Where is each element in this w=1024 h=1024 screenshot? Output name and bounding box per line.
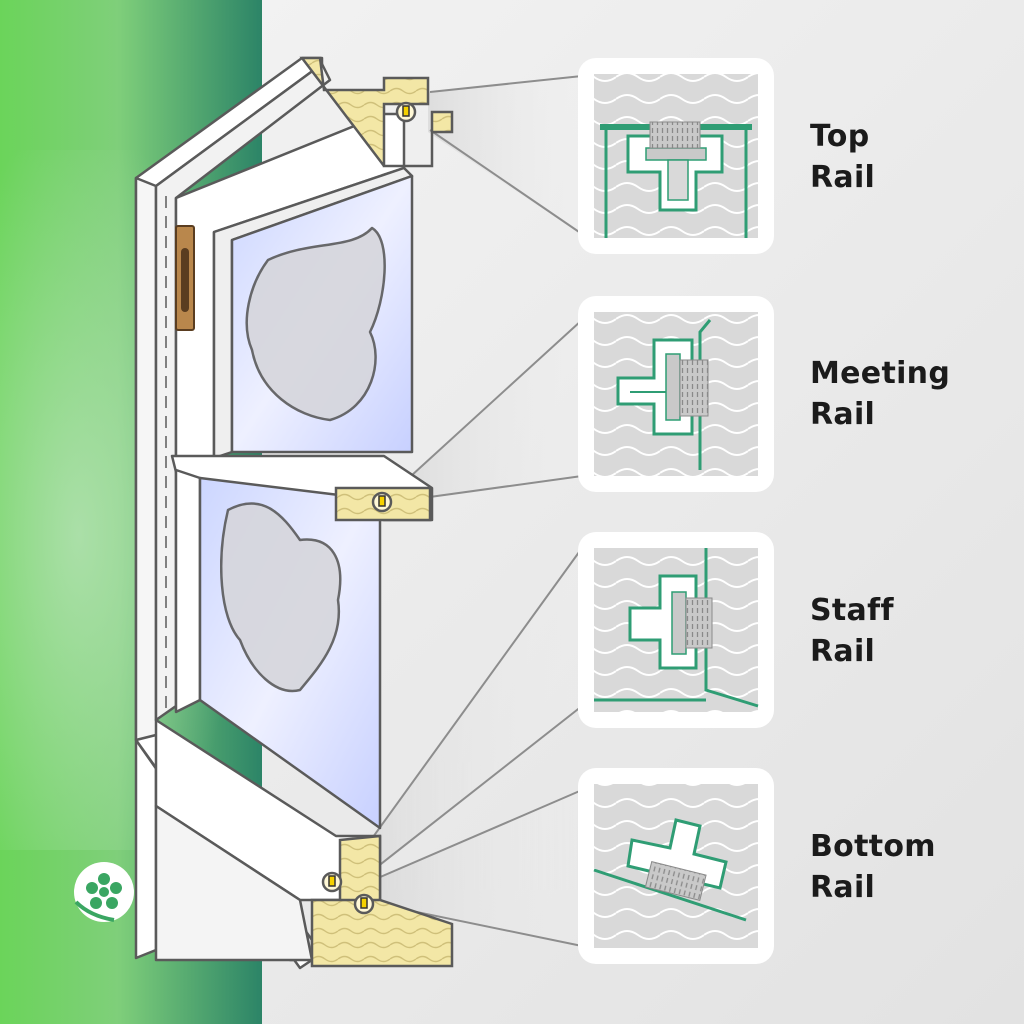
bottom-rail-section [310, 834, 454, 968]
label-line: Rail [810, 634, 876, 669]
sash-lock-icon [175, 225, 195, 331]
label-line: Meeting [810, 356, 951, 391]
callout-panel-staff-rail [578, 532, 774, 728]
label-line: Rail [810, 870, 876, 905]
callout-label-top-rail: Top Rail [810, 116, 1010, 198]
callout-beams [352, 78, 582, 946]
callout-panel-bottom-rail [578, 768, 774, 964]
label-line: Top [810, 119, 870, 154]
window-frame [134, 56, 434, 970]
flower-logo-icon [74, 862, 134, 922]
top-rail-section [299, 56, 454, 168]
callout-label-meeting-rail: Meeting Rail [810, 353, 1010, 435]
callout-label-staff-rail: Staff Rail [810, 590, 1010, 672]
label-line: Rail [810, 160, 876, 195]
label-line: Staff [810, 593, 894, 628]
meeting-rail-section [334, 486, 432, 522]
callout-panel-top-rail [578, 58, 774, 254]
label-line: Rail [810, 397, 876, 432]
callout-panel-meeting-rail [578, 296, 774, 492]
callout-label-bottom-rail: Bottom Rail [810, 826, 1010, 908]
label-line: Bottom [810, 829, 936, 864]
